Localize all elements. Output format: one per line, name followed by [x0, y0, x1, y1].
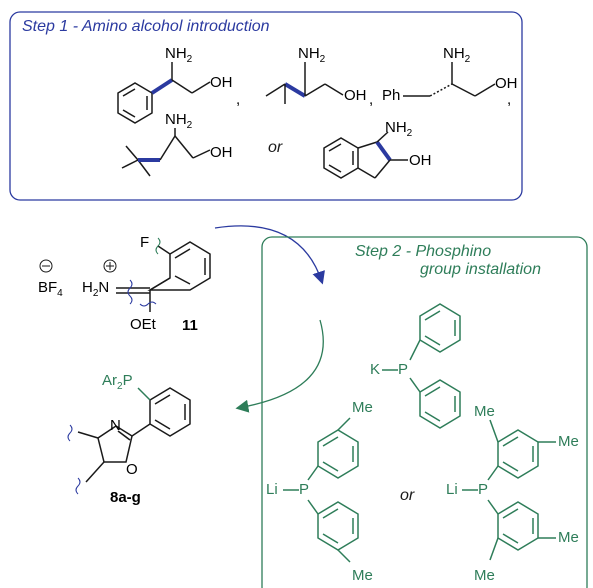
n-label: N — [110, 417, 121, 434]
p-label: P — [398, 361, 408, 378]
nh2-label: NH2 — [298, 45, 326, 65]
nh2-label: NH2 — [443, 45, 471, 65]
step2-title-2: group installation — [420, 261, 541, 278]
me-label: Me — [474, 567, 495, 584]
f-label: F — [140, 234, 149, 251]
p-label: P — [478, 481, 488, 498]
oh-label: OH — [210, 74, 233, 91]
step2-box — [261, 236, 588, 588]
o-label: O — [126, 461, 138, 478]
compound-number-11: 11 — [182, 317, 198, 334]
me-label: Me — [558, 529, 579, 546]
comma: , — [236, 91, 240, 108]
step2-title-1: Step 2 - Phosphino — [355, 243, 491, 260]
me-label: Me — [558, 433, 579, 450]
step1-title: Step 1 - Amino alcohol introduction — [22, 18, 270, 35]
me-label: Me — [352, 567, 373, 584]
reagent-11: BF4 H2N OEt F 11 — [38, 234, 211, 334]
aminoindanol: NH2 OH — [323, 119, 432, 179]
ph-label: Ph — [382, 87, 400, 104]
me-label: Me — [352, 399, 373, 416]
comma: , — [369, 91, 373, 108]
oh-label: OH — [495, 75, 518, 92]
me-label: Me — [474, 403, 495, 420]
lithium-dixylylphosphide: Li P Me Me Me Me — [446, 403, 579, 584]
or-label: or — [268, 139, 283, 156]
ar2p-label: Ar2P — [102, 372, 133, 392]
nh2-label: NH2 — [385, 119, 413, 139]
p-label: P — [299, 481, 309, 498]
product-label: 8a-g — [110, 489, 141, 506]
k-label: K — [370, 361, 380, 378]
step1-box — [9, 11, 523, 201]
arrow-step2 — [235, 319, 324, 413]
potassium-diphenylphosphide: K P — [370, 303, 461, 429]
comma: , — [507, 91, 511, 108]
or-label-2: or — [400, 487, 415, 504]
oh-label: OH — [409, 152, 432, 169]
oh-label: OH — [210, 144, 233, 161]
arrow-step1 — [214, 225, 325, 285]
tert-leucinol: NH2 OH — [121, 111, 233, 177]
valinol: NH2 OH , — [265, 45, 373, 108]
bf4-label: BF4 — [38, 279, 63, 299]
li-label: Li — [446, 481, 458, 498]
phenylglycinol: NH2 OH , — [117, 45, 240, 124]
oet-label: OEt — [130, 316, 157, 333]
oh-label: OH — [344, 87, 367, 104]
h2n-label: H2N — [82, 279, 109, 299]
product-8ag: Ar2P N O 8a-g — [67, 372, 191, 506]
nh2-label: NH2 — [165, 45, 193, 65]
phenylalaninol: Ph NH2 OH , — [382, 45, 518, 108]
nh2-label: NH2 — [165, 111, 193, 131]
li-label: Li — [266, 481, 278, 498]
lithium-ditolylphosphide: Li P Me Me — [266, 399, 373, 584]
